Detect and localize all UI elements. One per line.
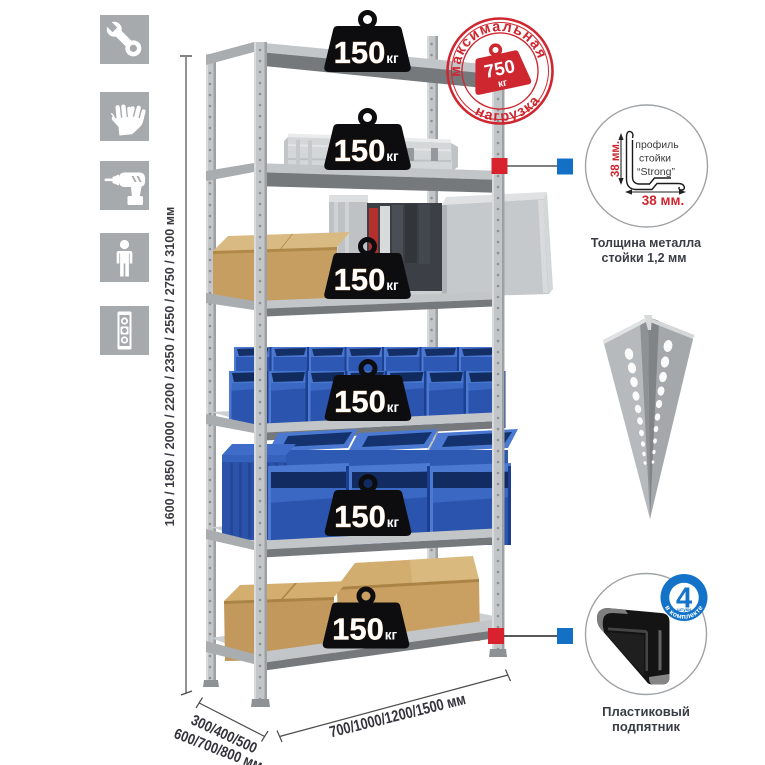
svg-text:стойки: стойки bbox=[639, 153, 671, 165]
svg-text:150: 150 bbox=[334, 499, 386, 534]
svg-text:4: 4 bbox=[676, 583, 692, 615]
svg-text:стойки 1,2 мм: стойки 1,2 мм bbox=[602, 251, 687, 265]
svg-text:подпятник: подпятник bbox=[612, 719, 681, 734]
svg-text:Пластиковый: Пластиковый bbox=[602, 704, 690, 719]
svg-text:150: 150 bbox=[334, 262, 386, 297]
svg-text:кг: кг bbox=[387, 400, 400, 415]
svg-text:150: 150 bbox=[334, 133, 386, 168]
svg-text:кг: кг bbox=[386, 149, 399, 164]
svg-text:“Strong”: “Strong” bbox=[637, 166, 675, 178]
svg-text:кг: кг bbox=[497, 77, 508, 90]
svg-text:150: 150 bbox=[332, 612, 384, 647]
svg-text:профиль: профиль bbox=[635, 139, 679, 151]
svg-text:кг: кг bbox=[387, 515, 400, 530]
svg-text:38 мм.: 38 мм. bbox=[642, 193, 685, 208]
svg-text:1600 / 1850 / 2000 / 2200 / 23: 1600 / 1850 / 2000 / 2200 / 2350 / 2550 … bbox=[163, 207, 177, 527]
svg-text:38 мм.: 38 мм. bbox=[610, 141, 622, 177]
svg-text:кг: кг bbox=[386, 278, 399, 293]
svg-text:Толщина металла: Толщина металла bbox=[591, 236, 702, 250]
svg-text:кг: кг bbox=[385, 628, 398, 643]
svg-text:150: 150 bbox=[334, 35, 386, 70]
svg-text:штуки: штуки bbox=[677, 607, 691, 612]
svg-text:кг: кг bbox=[386, 51, 399, 66]
svg-text:150: 150 bbox=[334, 384, 386, 419]
